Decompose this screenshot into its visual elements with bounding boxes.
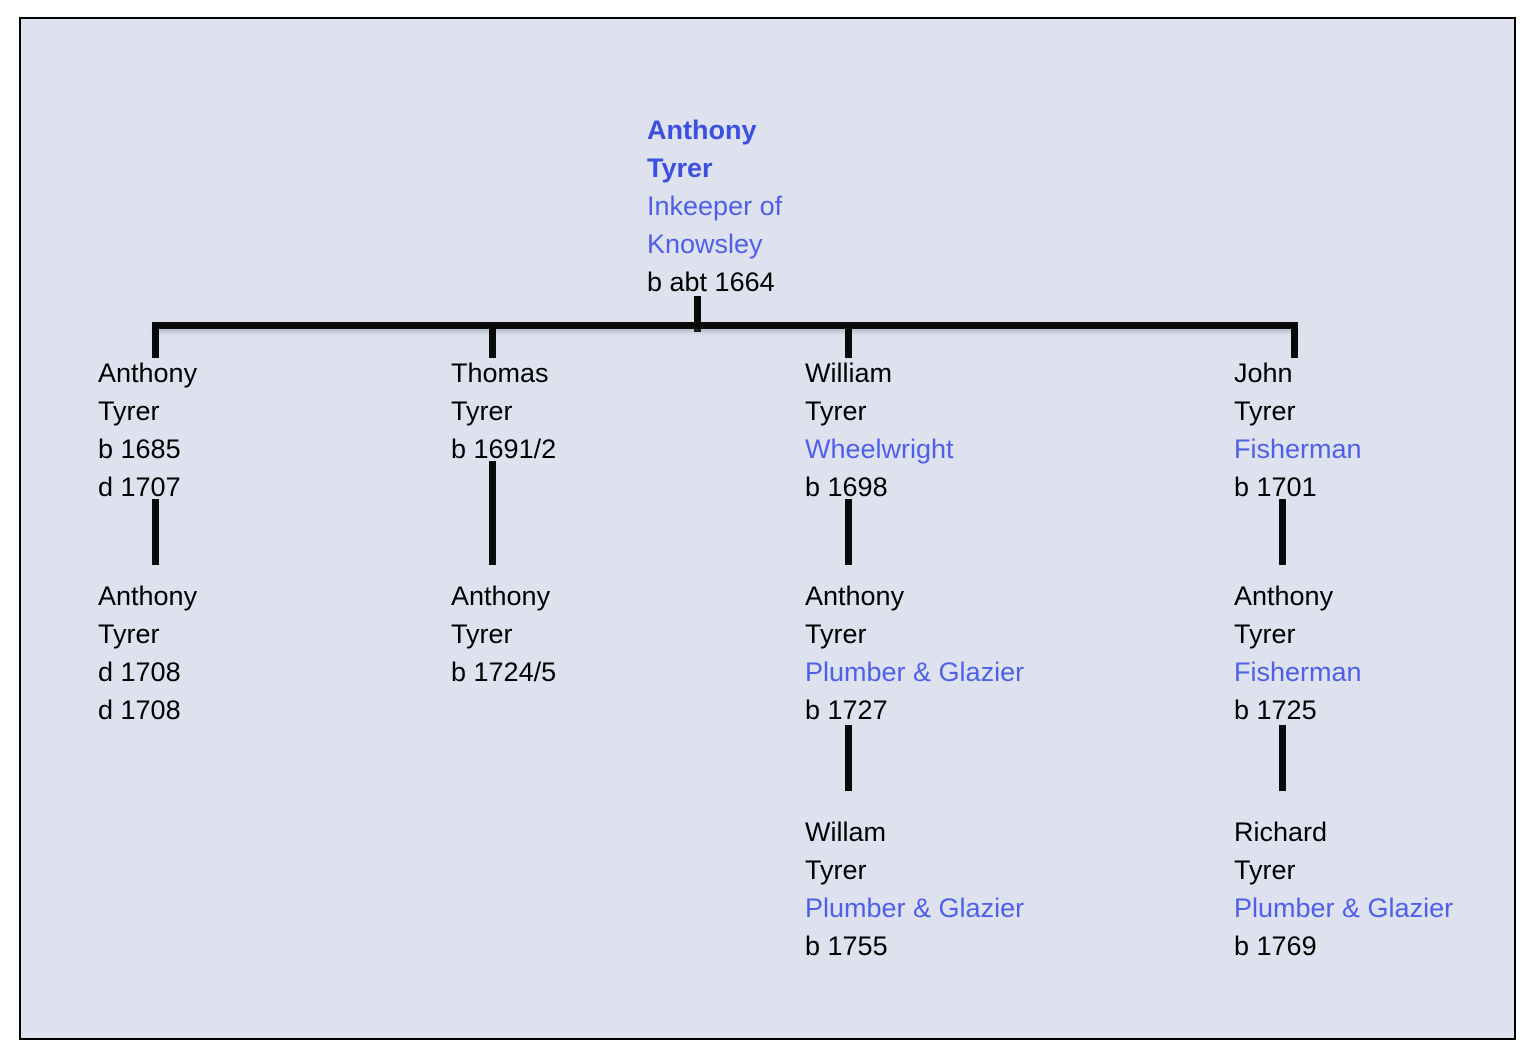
person-node-branch-anthony-gen2: Anthony Tyrer b 1685 d 1707 <box>98 354 197 506</box>
person-node-branch-john-gen2: John Tyrer Fisherman b 1701 <box>1234 354 1362 506</box>
person-node-branch-john-gen4: Richard Tyrer Plumber & Glazier b 1769 <box>1234 813 1453 965</box>
occupation: Plumber & Glazier <box>805 893 1025 923</box>
given-name: Anthony <box>1234 581 1334 611</box>
connector-drop-branch-william <box>845 322 852 358</box>
person-node-branch-william-gen2: William Tyrer Wheelwright b 1698 <box>805 354 954 506</box>
surname: Tyrer <box>805 855 867 885</box>
root-surname: Tyrer <box>647 153 713 183</box>
birth: b 1727 <box>805 695 888 725</box>
connector-branch-william-gen3-to-gen4 <box>845 725 852 791</box>
person-node-branch-thomas-gen3: Anthony Tyrer b 1724/5 <box>451 577 556 691</box>
given-name: Anthony <box>805 581 905 611</box>
root-birth: b abt 1664 <box>647 267 775 297</box>
person-node-branch-william-gen3: Anthony Tyrer Plumber & Glazier b 1727 <box>805 577 1024 729</box>
birth: b 1755 <box>805 931 888 961</box>
given-name: Anthony <box>98 358 198 388</box>
birth: b 1701 <box>1234 472 1317 502</box>
connector-branch-john-gen2-to-gen3 <box>1279 499 1286 565</box>
birth: b 1691/2 <box>451 434 557 464</box>
surname: Tyrer <box>1234 619 1296 649</box>
person-node-root-anthony-tyrer: Anthony Tyrer Inkeeper of Knowsley b abt… <box>647 111 782 301</box>
birth: b 1725 <box>1234 695 1317 725</box>
birth: b 1769 <box>1234 931 1317 961</box>
family-tree-chart: Anthony Tyrer Inkeeper of Knowsley b abt… <box>19 17 1516 1040</box>
surname: Tyrer <box>805 619 867 649</box>
person-node-branch-john-gen3: Anthony Tyrer Fisherman b 1725 <box>1234 577 1362 729</box>
surname: Tyrer <box>451 619 513 649</box>
occupation: Fisherman <box>1234 434 1362 464</box>
surname: Tyrer <box>451 396 513 426</box>
occupation: Plumber & Glazier <box>1234 893 1454 923</box>
birth: b 1685 <box>98 434 181 464</box>
connector-drop-branch-anthony <box>152 322 159 358</box>
connector-drop-branch-thomas <box>489 322 496 358</box>
given-name: Richard <box>1234 817 1328 847</box>
connector-root-stem <box>694 296 701 332</box>
given-name: John <box>1234 358 1293 388</box>
person-node-branch-thomas-gen2: Thomas Tyrer b 1691/2 <box>451 354 556 468</box>
surname: Tyrer <box>98 619 160 649</box>
root-occupation-line-1: Inkeeper of <box>647 191 783 221</box>
occupation: Wheelwright <box>805 434 954 464</box>
connector-branch-anthony-gen2-to-gen3 <box>152 499 159 565</box>
birth: b 1724/5 <box>451 657 557 687</box>
given-name: Willam <box>805 817 886 847</box>
connector-branch-john-gen3-to-gen4 <box>1279 725 1286 791</box>
occupation: Plumber & Glazier <box>805 657 1025 687</box>
surname: Tyrer <box>1234 396 1296 426</box>
given-name: Anthony <box>98 581 198 611</box>
given-name: William <box>805 358 892 388</box>
root-occupation-line-2: Knowsley <box>647 229 763 259</box>
person-node-branch-william-gen4: Willam Tyrer Plumber & Glazier b 1755 <box>805 813 1024 965</box>
connector-branch-william-gen2-to-gen3 <box>845 499 852 565</box>
occupation: Fisherman <box>1234 657 1362 687</box>
surname: Tyrer <box>98 396 160 426</box>
death: d 1707 <box>98 472 181 502</box>
death-2: d 1708 <box>98 695 181 725</box>
birth: b 1698 <box>805 472 888 502</box>
surname: Tyrer <box>805 396 867 426</box>
given-name: Anthony <box>451 581 551 611</box>
root-given-name: Anthony <box>647 115 757 145</box>
surname: Tyrer <box>1234 855 1296 885</box>
person-node-branch-anthony-gen3: Anthony Tyrer d 1708 d 1708 <box>98 577 197 729</box>
connector-sibling-bar <box>152 322 1298 329</box>
death-1: d 1708 <box>98 657 181 687</box>
connector-drop-branch-john <box>1291 322 1298 358</box>
connector-branch-thomas-gen2-to-gen3 <box>489 461 496 565</box>
given-name: Thomas <box>451 358 549 388</box>
